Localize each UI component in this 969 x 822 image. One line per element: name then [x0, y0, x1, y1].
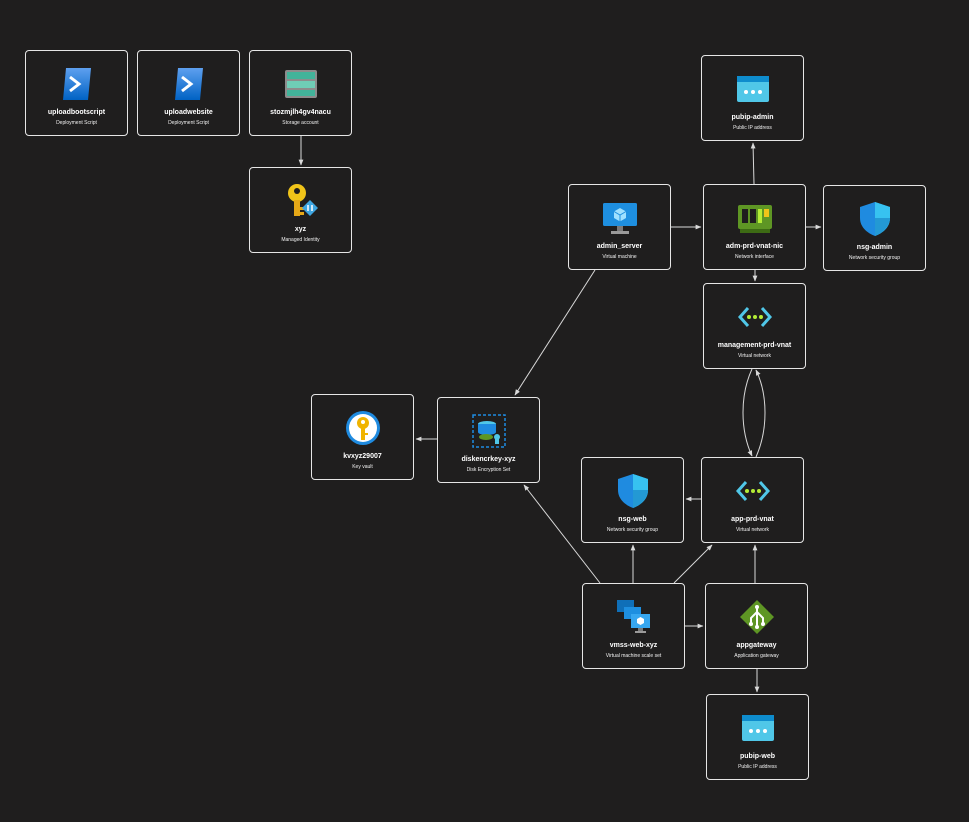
node-pubip-admin[interactable]: pubip-admin Public IP address — [701, 55, 804, 141]
node-managed-identity[interactable]: xyz Managed Identity — [249, 167, 352, 253]
node-name: vmss-web-xyz — [609, 642, 658, 649]
edge-vmss-app-vnet — [673, 544, 713, 584]
node-pubip-web[interactable]: pubip-web Public IP address — [706, 694, 809, 780]
edge-admin-server-des — [514, 269, 596, 396]
node-type: Disk Encryption Set — [466, 467, 511, 473]
disk-encryption-set-icon — [470, 412, 508, 450]
nsg-shield-icon — [614, 472, 652, 510]
node-type: Network security group — [606, 527, 659, 533]
node-nsg-admin[interactable]: nsg-admin Network security group — [823, 185, 926, 271]
node-type: Virtual machine scale set — [605, 653, 662, 659]
node-key-vault[interactable]: kvxyz29007 Key vault — [311, 394, 414, 480]
node-type: Public IP address — [733, 125, 772, 131]
node-name: pubip-admin — [731, 114, 774, 121]
managed-identity-icon — [282, 182, 320, 220]
storage-account-icon — [282, 65, 320, 103]
node-vm-scale-set[interactable]: vmss-web-xyz Virtual machine scale set — [582, 583, 685, 669]
node-nsg-web[interactable]: nsg-web Network security group — [581, 457, 684, 543]
node-type: Network security group — [848, 255, 901, 261]
node-name: uploadwebsite — [164, 109, 213, 116]
node-name: pubip-web — [740, 753, 775, 760]
node-type: Public IP address — [738, 764, 777, 770]
deployment-script-icon — [170, 65, 208, 103]
node-name: nsg-web — [618, 516, 647, 523]
virtual-network-icon — [736, 298, 774, 336]
application-gateway-icon — [738, 598, 776, 636]
node-type: Deployment Script — [168, 120, 209, 126]
node-storage-account[interactable]: stozmjlh4gv4nacu Storage account — [249, 50, 352, 136]
node-uploadbootscript[interactable]: uploadbootscript Deployment Script — [25, 50, 128, 136]
node-name: kvxyz29007 — [343, 453, 382, 460]
node-type: Network interface — [735, 254, 774, 260]
node-name: stozmjlh4gv4nacu — [270, 109, 331, 116]
nsg-shield-icon — [856, 200, 894, 238]
node-type: Virtual machine — [602, 254, 637, 260]
node-admin-server[interactable]: admin_server Virtual machine — [568, 184, 671, 270]
deployment-script-icon — [58, 65, 96, 103]
node-disk-encryption-set[interactable]: diskencrkey-xyz Disk Encryption Set — [437, 397, 540, 483]
network-interface-icon — [736, 199, 774, 237]
virtual-machine-icon — [601, 199, 639, 237]
node-application-gateway[interactable]: appgateway Application gateway — [705, 583, 808, 669]
public-ip-icon — [739, 709, 777, 747]
node-type: Storage account — [282, 120, 319, 126]
node-type: Deployment Script — [56, 120, 97, 126]
node-name: app-prd-vnat — [731, 516, 774, 523]
node-name: uploadbootscript — [47, 109, 106, 116]
public-ip-icon — [734, 70, 772, 108]
edge-nic-pubip-admin — [750, 142, 756, 185]
node-type: Application gateway — [734, 653, 779, 659]
node-name: management-prd-vnat — [717, 342, 792, 349]
key-vault-icon — [344, 409, 382, 447]
node-management-vnet[interactable]: management-prd-vnat Virtual network — [703, 283, 806, 369]
edge-vmss-des — [523, 484, 601, 584]
node-type: Virtual network — [736, 527, 769, 533]
node-name: adm-prd-vnat-nic — [725, 243, 784, 250]
node-type: Managed Identity — [281, 237, 320, 243]
edge-mgmt-vnet-app-vnet — [742, 368, 753, 457]
node-type: Virtual network — [738, 353, 771, 359]
node-type: Key vault — [352, 464, 373, 470]
vm-scale-set-icon — [615, 598, 653, 636]
node-uploadwebsite[interactable]: uploadwebsite Deployment Script — [137, 50, 240, 136]
edge-app-vnet-mgmt-vnet — [755, 369, 766, 458]
node-name: diskencrkey-xyz — [461, 456, 516, 463]
node-name: admin_server — [596, 243, 643, 250]
node-name: xyz — [294, 226, 307, 233]
node-name: appgateway — [736, 642, 777, 649]
node-network-interface[interactable]: adm-prd-vnat-nic Network interface — [703, 184, 806, 270]
node-name: nsg-admin — [856, 244, 893, 251]
virtual-network-icon — [734, 472, 772, 510]
node-app-vnet[interactable]: app-prd-vnat Virtual network — [701, 457, 804, 543]
